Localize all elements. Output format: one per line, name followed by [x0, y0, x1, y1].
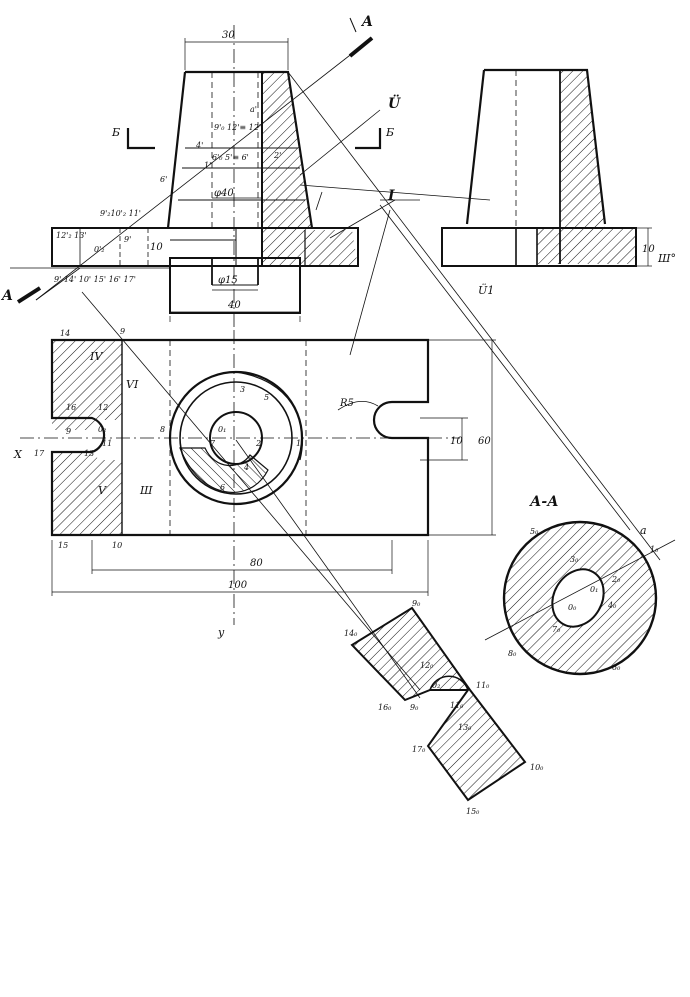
front-view: [10, 25, 359, 330]
front-hatch-cone: [262, 72, 312, 266]
section-point-02: 0₂: [432, 681, 440, 690]
plan-point-11: 11: [102, 439, 112, 448]
dim-phi40: φ40: [214, 188, 234, 199]
plan-point-8: 8: [160, 425, 165, 434]
mark-a-top: A: [360, 14, 373, 30]
plan-point-02: 0₂: [98, 425, 106, 434]
dim-w100: 100: [228, 580, 248, 591]
dim-h10-side: 10: [642, 244, 655, 255]
plan-point-9: 9: [120, 327, 125, 336]
plan-point-3: 3: [240, 385, 245, 394]
axis-x: X: [13, 448, 23, 461]
front-point-7: 0'₂: [94, 245, 105, 254]
section-point-16: 16₀: [378, 703, 392, 712]
aa-point-4: 4₀: [607, 601, 617, 610]
plan-point-12: 12: [98, 403, 108, 412]
label-roman-IV: IV: [89, 350, 103, 363]
aa-point-6: 6₀: [612, 663, 621, 672]
plan-point-14: 14: [60, 329, 70, 338]
plan-point-6: 6: [220, 483, 225, 492]
aa-point-5: 5₀: [530, 527, 539, 536]
label-roman-III-side: Ш°: [657, 252, 676, 265]
plan-point-5: 5: [264, 393, 269, 402]
mark-a-left: A: [0, 288, 13, 304]
plan-point-9b: 9: [66, 427, 71, 436]
dim-w80: 80: [250, 558, 263, 569]
plan-point-10: 10: [112, 541, 122, 550]
front-point-8: 9': [124, 235, 131, 244]
dim-w60: 60: [478, 436, 491, 447]
section-point-11: 11₀: [476, 681, 490, 690]
aa-point-a: a: [640, 524, 647, 537]
dim-top-width: 30: [222, 30, 235, 41]
aa-point-01: 0₁: [590, 585, 598, 594]
plan-point-2: 2: [255, 439, 261, 448]
label-roman-V: V: [98, 484, 107, 497]
section-point-110: 11₀: [450, 701, 464, 710]
mark-b-left: Б: [111, 126, 120, 139]
front-point-6: 12'₂ 13': [56, 231, 87, 240]
aa-point-7: 7₀: [552, 625, 561, 634]
dim-d10-slot: 10: [450, 436, 463, 447]
front-point-9: 9' 14' 10' 15' 16' 17': [54, 275, 136, 284]
section-point-15: 15₀: [466, 807, 480, 816]
front-point-1: 9'₀ 12'≡ 12': [214, 123, 261, 132]
section-point-17: 17₀: [412, 745, 426, 754]
front-point-10: 2': [273, 151, 281, 160]
side-view: [441, 68, 652, 267]
section-point-90: 9₀: [410, 703, 419, 712]
section-point-12: 12₀: [420, 661, 434, 670]
aa-point-8: 8₀: [508, 649, 517, 658]
label-roman-II-bottom: Ü1: [478, 283, 494, 297]
section-point-10: 10₀: [530, 763, 544, 772]
section-point-9: 9₀: [412, 599, 421, 608]
aa-bore: [551, 568, 605, 628]
aa-point-0: 0₀: [568, 603, 577, 612]
section-markers: [16, 17, 382, 304]
front-point-12: 4': [195, 141, 203, 150]
front-point-11: 1': [204, 161, 211, 170]
mark-b-right: Б: [385, 126, 394, 139]
label-roman-I: I: [387, 188, 395, 204]
front-point-4: 6': [160, 175, 167, 184]
plan-hatch-lower: [52, 452, 122, 535]
dim-h10: 10: [150, 242, 163, 253]
plan-point-7: 7: [210, 439, 216, 448]
plan-point-16: 16: [66, 403, 76, 412]
dim-phi15: φ15: [218, 275, 238, 286]
section-point-13: 13₀: [458, 723, 472, 732]
label-roman-III-plan: Ш: [139, 484, 153, 497]
aa-point-1: 1₀: [650, 545, 659, 554]
side-hatch: [537, 70, 636, 264]
dim-r5: R5: [339, 398, 354, 409]
plan-point-1: 1: [296, 439, 301, 448]
section-aa: [484, 520, 676, 676]
label-roman-II: Ü: [388, 93, 401, 112]
plan-point-15: 15: [58, 541, 68, 550]
plan-hatch: [52, 340, 122, 430]
plan-point-4: 4: [243, 463, 249, 472]
front-point-5: 9'₂10'₂ 11': [100, 209, 141, 218]
plan-point-01: 0₁: [218, 425, 226, 434]
aa-point-2: 2₀: [611, 575, 621, 584]
axis-y: y: [217, 626, 225, 639]
plan-hatch-ring: [179, 447, 269, 493]
projection-lines: [35, 37, 661, 699]
plan-view: [20, 330, 496, 625]
front-point-3: a': [250, 105, 257, 114]
label-roman-VI: VI: [126, 378, 139, 391]
plan-point-13: 13: [84, 449, 94, 458]
section-title: А-А: [529, 494, 559, 510]
front-point-2: 6'₀ 5'≡ 6': [212, 153, 249, 162]
front-hatch-base: [305, 230, 358, 266]
dim-base40: 40: [227, 300, 241, 311]
aa-point-3: 3₀: [570, 555, 579, 564]
plan-point-17: 17: [34, 449, 45, 458]
section-point-14: 14₀: [344, 629, 358, 638]
